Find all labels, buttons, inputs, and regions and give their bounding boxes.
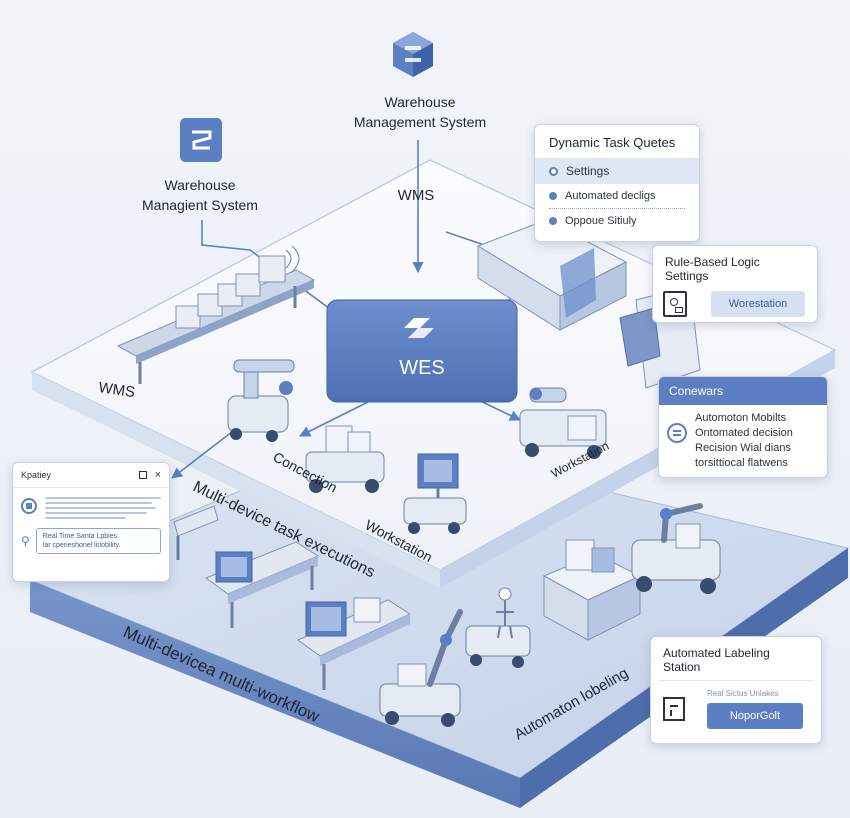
- settings-row[interactable]: Settings: [535, 158, 699, 184]
- kpatiey-text-lines: [45, 494, 161, 522]
- labeling-status: Real Sictus Unlakes: [707, 689, 779, 698]
- worker-cart: [465, 587, 531, 668]
- target-circle-icon: [21, 498, 37, 514]
- conewars-line-1: Automoton Mobilts: [695, 412, 787, 424]
- lower-robot-cart: [379, 609, 463, 727]
- oppoue-label: Oppoue Sitiuly: [565, 215, 637, 227]
- box-cart: [305, 425, 385, 493]
- equals-circle-icon: [667, 423, 687, 443]
- robot-arm-cart: [227, 359, 295, 442]
- kpatiey-title: Kpatiey: [21, 470, 52, 480]
- noporgolt-button[interactable]: NoporGolt: [707, 703, 803, 729]
- kpatiey-info-box[interactable]: Real Time Santa Lpbies lar cpeneshonel l…: [35, 528, 161, 554]
- hex-cube-icon: [393, 32, 433, 77]
- automated-row[interactable]: Automated decligs: [535, 184, 699, 208]
- lower-workbench-left: [173, 505, 219, 560]
- left-wms-node: Warehouse Managient System: [142, 118, 258, 213]
- automated-bullet-icon: [549, 192, 557, 201]
- rule-based-panel: Rule-Based Logic Settings Worestation: [652, 245, 818, 323]
- labeling-machine: [542, 539, 642, 641]
- top-node-line2: Management System: [354, 114, 486, 130]
- lower-workbench-monitor: [204, 541, 320, 628]
- top-wms-node: Warehouse Management System: [354, 32, 486, 130]
- wes-label: WES: [399, 357, 445, 379]
- lower-right-robot: [631, 503, 721, 594]
- labeling-station-panel: Automated Labeling Station Real Sictus U…: [650, 636, 822, 744]
- conewars-panel: Conewars Automoton Mobilts Ontomated dec…: [658, 376, 828, 478]
- wes-block: WES: [326, 299, 518, 403]
- close-icon[interactable]: ×: [154, 469, 161, 481]
- conewars-line-3: Recision Wial dians: [695, 442, 791, 454]
- top-node-line1: Warehouse: [384, 94, 455, 110]
- workstation-robot: [519, 387, 607, 459]
- key-icon: ⚲: [21, 534, 30, 548]
- kpatiey-info-line2: lar cpeneshonel liriobility.: [42, 542, 121, 549]
- sorting-machine: [476, 219, 628, 331]
- settings-bullet-icon: [549, 167, 558, 177]
- wms-left-label: WMS: [97, 379, 136, 401]
- conewars-title: Conewars: [669, 384, 724, 398]
- left-node-line1: Warehouse: [164, 177, 235, 193]
- oppoue-bullet-icon: [549, 217, 557, 226]
- oppoue-row[interactable]: Oppoue Sitiuly: [535, 209, 699, 233]
- maximize-icon[interactable]: [138, 471, 147, 479]
- conewars-line-4: torsittiocal flatwens: [695, 457, 788, 469]
- conewars-line-2: Ontomated decision: [695, 427, 793, 439]
- worestation-button[interactable]: Worestation: [711, 291, 805, 317]
- server-s-icon: [180, 118, 222, 162]
- flowchart-icon: [663, 291, 687, 317]
- automated-label: Automated decligs: [565, 190, 656, 202]
- row-divider: [549, 208, 685, 209]
- wes-logo-icon: [404, 318, 434, 338]
- kpatiey-info-line1: Real Time Santa Lpbies: [42, 533, 118, 540]
- workstation-monitor-cart: [403, 453, 467, 534]
- settings-label: Settings: [566, 164, 610, 178]
- dynamic-task-title: Dynamic Task Quetes: [549, 135, 676, 150]
- left-node-line2: Managient System: [142, 197, 258, 213]
- conewars-header: Conewars: [659, 377, 827, 405]
- lower-workbench-center: [297, 597, 412, 690]
- wms-center-label: WMS: [398, 187, 435, 204]
- labeling-station-title: Automated Labeling Station: [663, 646, 770, 674]
- conveyor-belt: [116, 245, 316, 384]
- monitor-icon: [663, 697, 685, 721]
- dynamic-task-panel: Dynamic Task Quetes Settings Automated d…: [534, 124, 700, 242]
- kpatiey-panel: Kpatiey × ⚲ Real Time Santa Lpbies lar c…: [12, 462, 170, 582]
- rule-based-title: Rule-Based Logic Settings: [665, 255, 760, 283]
